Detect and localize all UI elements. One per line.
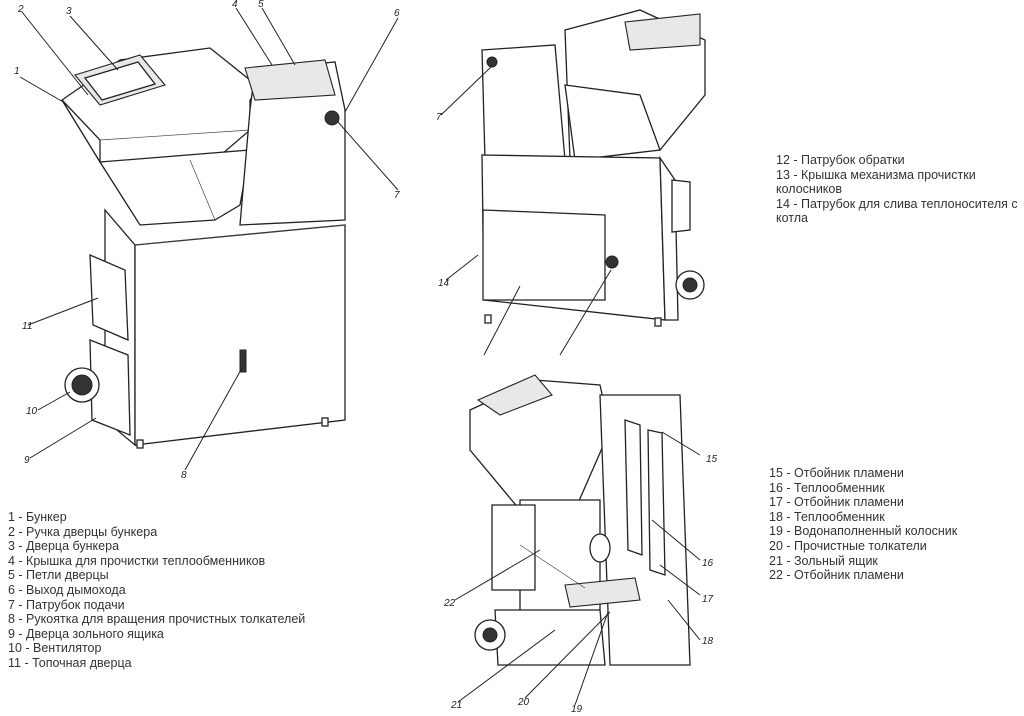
legend-item-15: 15 - Отбойник пламени (769, 466, 904, 480)
legend-item-7: 7 - Патрубок подачи (8, 597, 125, 612)
callout-22: 22 (443, 598, 456, 609)
legend-item-16: 16 - Теплообменник (769, 480, 885, 495)
legend-item-14-cont: котла (776, 211, 808, 226)
callout-10: 10 (26, 406, 38, 417)
callout-20: 20 (517, 697, 530, 708)
callout-7-view1: 7 (394, 190, 400, 201)
legend-item-13-cont: колосников (776, 182, 843, 197)
legend-left: 1 - Бункер 2 - Ручка дверцы бункера 3 - … (8, 510, 305, 671)
callout-3: 3 (66, 6, 72, 17)
legend-item-22: 22 - Отбойник пламени (769, 568, 904, 583)
water-grate (564, 577, 641, 608)
cleaning-mechanism-cover (482, 209, 606, 301)
boiler-cutaway-view (469, 374, 691, 666)
callout-8: 8 (181, 470, 187, 481)
legend-item-14: 14 - Патрубок для слива теплоносителя с (776, 196, 1018, 211)
legend-item-17: 17 - Отбойник пламени (769, 495, 904, 510)
callout-9: 9 (24, 455, 30, 466)
legend-item-11: 11 - Топочная дверца (8, 655, 132, 670)
callout-4: 4 (232, 0, 238, 10)
leader-lines-view3 (454, 431, 701, 706)
leader-lines-view1 (19, 7, 399, 471)
boiler-rear-view (481, 9, 706, 327)
legend-item-8: 8 - Рукоятка для вращения прочистных тол… (8, 612, 306, 627)
callout-21: 21 (450, 700, 462, 711)
legend-item-12: 12 - Патрубок обратки (776, 153, 905, 167)
legend-right-bottom: 15 - Отбойник пламени 16 - Теплообменник… (769, 466, 957, 583)
callout-19: 19 (571, 704, 583, 715)
legend-right-top: 12 - Патрубок обратки 13 - Крышка механи… (776, 153, 1018, 226)
cleaning-handle (239, 349, 247, 373)
legend-item-21: 21 - Зольный ящик (769, 553, 878, 568)
callout-1: 1 (14, 66, 20, 77)
legend-item-4: 4 - Крышка для прочистки теплообменников (8, 553, 266, 568)
legend-item-20: 20 - Прочистные толкатели (769, 538, 927, 553)
callout-7-view2: 7 (436, 112, 442, 123)
legend-item-2: 2 - Ручка дверцы бункера (8, 524, 158, 539)
callout-18: 18 (702, 636, 714, 647)
leader-lines-view2 (440, 65, 612, 356)
legend-item-18: 18 - Теплообменник (769, 509, 885, 524)
legend-item-19: 19 - Водонаполненный колосник (769, 524, 958, 539)
callout-17: 17 (702, 594, 714, 605)
callout-numbers: 1 2 3 4 5 6 7 7 8 9 10 11 14 15 16 17 18… (14, 0, 718, 715)
flue-outlet (324, 110, 340, 126)
legend-item-10: 10 - Вентилятор (8, 641, 102, 656)
callout-16: 16 (702, 558, 714, 569)
callout-14: 14 (438, 278, 450, 289)
callout-15: 15 (706, 454, 718, 465)
callout-2: 2 (17, 4, 24, 15)
legend-item-1: 1 - Бункер (8, 510, 67, 524)
callout-11: 11 (22, 321, 32, 332)
legend-item-3: 3 - Дверца бункера (8, 539, 120, 554)
callout-6: 6 (394, 8, 400, 19)
legend-item-9: 9 - Дверца зольного ящика (8, 626, 164, 641)
boiler-front-view (61, 47, 346, 449)
legend-item-6: 6 - Выход дымохода (8, 582, 126, 597)
cleaning-cover (244, 59, 336, 101)
legend-item-5: 5 - Петли дверцы (8, 568, 109, 583)
legend-item-13: 13 - Крышка механизма прочистки (776, 167, 976, 182)
firebox-door (89, 253, 129, 342)
callout-5: 5 (258, 0, 264, 10)
